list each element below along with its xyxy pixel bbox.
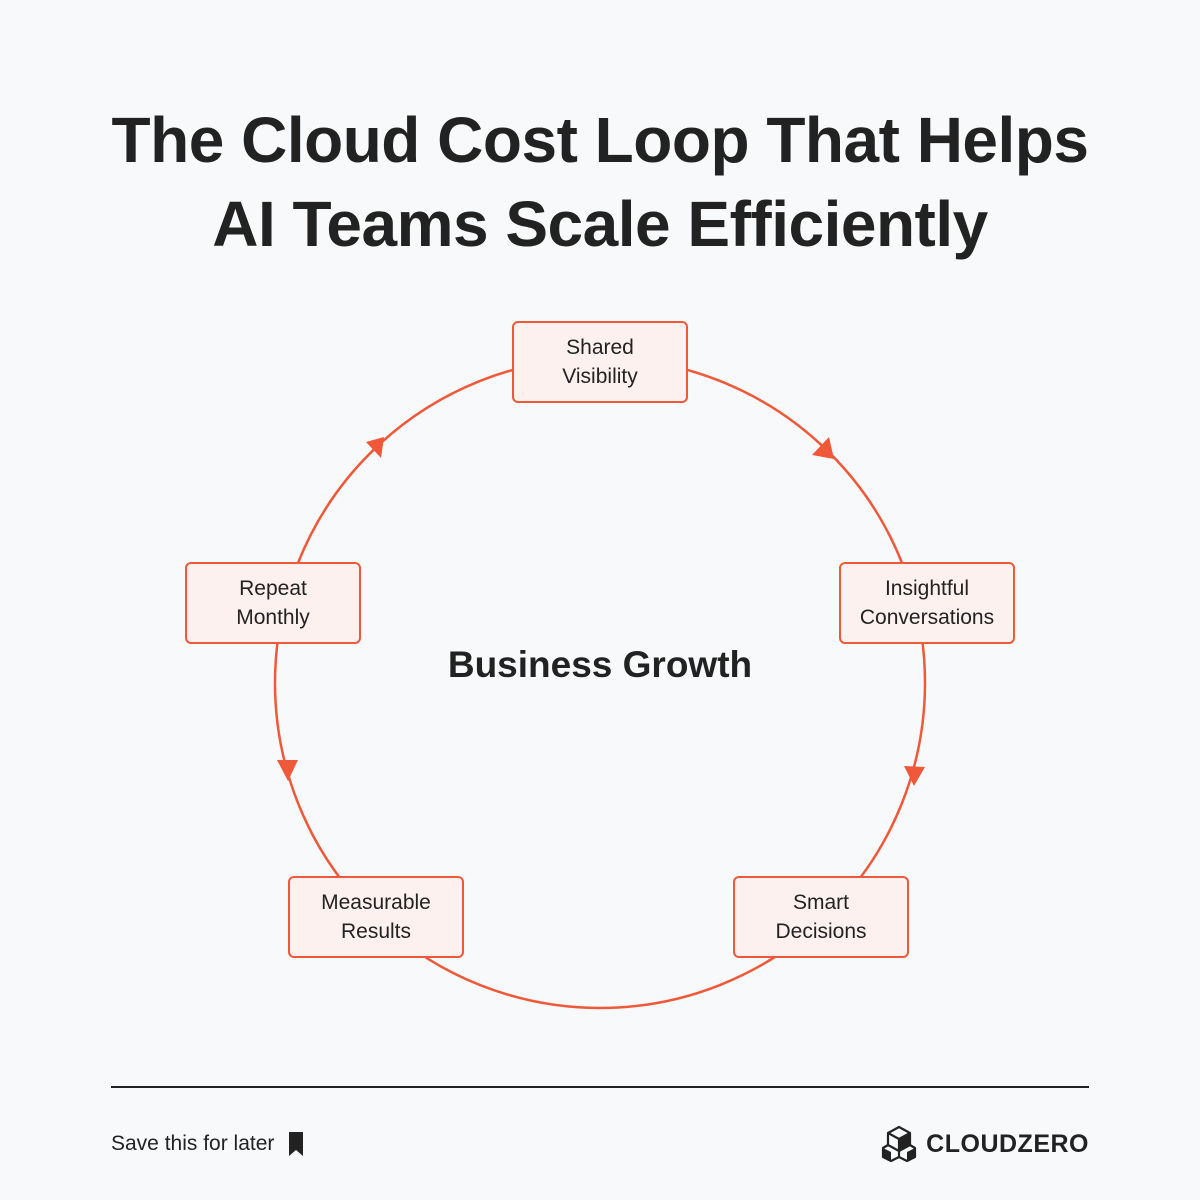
arrow-head-2 [904, 766, 925, 786]
brand-logo: CLOUDZERO [880, 1124, 1089, 1164]
title-line-1: The Cloud Cost Loop That Helps [111, 104, 1089, 176]
node-label-line-2: Results [340, 920, 412, 943]
node-label-line-1: Insightful [884, 577, 970, 600]
footer-divider [111, 1086, 1089, 1088]
node-repeat-monthly: Repeat Monthly [185, 562, 361, 644]
node-label-line-1: Shared [566, 336, 634, 359]
node-label-line-1: Smart [792, 891, 849, 914]
node-label-line-2: Visibility [562, 365, 638, 388]
node-label-line-1: Repeat [239, 577, 307, 600]
node-label-line-2: Monthly [236, 606, 310, 629]
arrow-head-4 [366, 437, 384, 458]
page-title: The Cloud Cost Loop That Helps AI Teams … [0, 98, 1200, 266]
node-label-line-2: Decisions [775, 920, 867, 943]
node-insightful-conversations: Insightful Conversations [839, 562, 1015, 644]
bookmark-icon [289, 1132, 304, 1156]
arrow-head-1 [812, 437, 834, 459]
node-label-line-2: Conversations [859, 606, 995, 629]
cloudzero-logo-icon [882, 1125, 917, 1163]
center-label: Business Growth [447, 644, 753, 685]
node-shared-visibility: Shared Visibility [512, 321, 688, 403]
arrow-head-3 [277, 760, 298, 781]
node-measurable-results: Measurable Results [288, 876, 464, 958]
title-line-2: AI Teams Scale Efficiently [212, 188, 988, 260]
node-smart-decisions: Smart Decisions [733, 876, 909, 958]
save-for-later-label: Save this for later [111, 1132, 275, 1155]
save-for-later-link[interactable]: Save this for later [111, 1128, 304, 1160]
node-label-line-1: Measurable [321, 891, 431, 914]
brand-name: CLOUDZERO [926, 1129, 1089, 1158]
